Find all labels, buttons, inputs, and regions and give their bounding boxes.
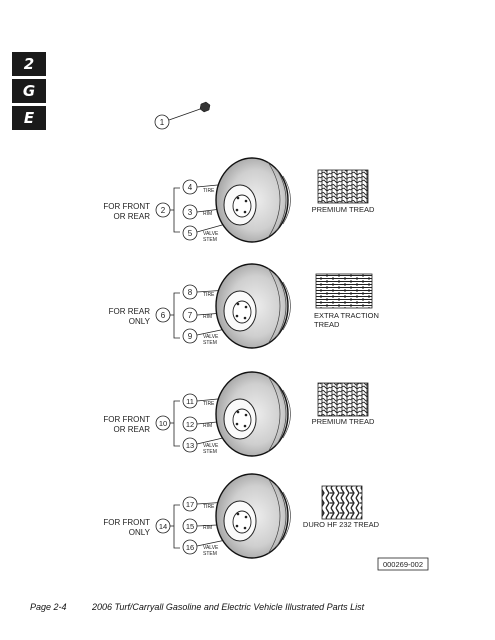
callout-number: 6 — [161, 311, 166, 320]
premium-tread-icon — [317, 169, 369, 204]
callout-number: 15 — [186, 522, 194, 531]
extra-traction-tread-icon — [315, 273, 373, 309]
figure-id: 000269-002 — [377, 557, 429, 571]
bracket — [173, 292, 180, 339]
callout-1[interactable] — [154, 114, 170, 130]
usage-label: OR REAR — [114, 425, 151, 434]
callout-9[interactable] — [182, 328, 198, 344]
wheel-icon — [215, 263, 291, 349]
usage-label: ONLY — [129, 317, 151, 326]
callout-13[interactable] — [182, 437, 198, 453]
bracket — [173, 504, 180, 549]
part-label: VALVE — [203, 231, 219, 237]
usage-label: ONLY — [129, 528, 151, 537]
usage-label: FOR FRONT — [103, 415, 150, 424]
callout-number: 12 — [186, 420, 194, 429]
part-label: VALVE — [203, 334, 219, 340]
section-tabs: 2 G E — [12, 52, 46, 133]
callout-number: 3 — [188, 208, 193, 217]
leader-line — [168, 107, 204, 121]
callout-number: 13 — [186, 441, 194, 450]
part-1-lug-nut: 1 — [154, 101, 211, 130]
part-label: TIRE — [203, 401, 215, 407]
part-label: VALVE — [203, 545, 219, 551]
callout-number: 2 — [161, 206, 166, 215]
usage-label: FOR FRONT — [103, 202, 150, 211]
section-tab[interactable]: G — [12, 79, 46, 103]
premium-tread-icon — [317, 382, 369, 417]
wheel-group-front-or-rear-premium-2: FOR FRONT OR REAR 10 11 TIRE 12 RIM 13 V… — [103, 371, 375, 457]
callout-16[interactable] — [182, 539, 198, 555]
duro-tread-icon — [321, 485, 363, 520]
part-label: VALVE — [203, 443, 219, 449]
part-label: STEM — [203, 340, 217, 346]
tread-label: EXTRA TRACTION — [314, 311, 379, 320]
wheel-icon — [215, 371, 291, 457]
bracket — [173, 187, 180, 233]
callout-number: 16 — [186, 543, 194, 552]
bracket — [173, 400, 180, 447]
part-label: TIRE — [203, 188, 215, 194]
callout-number: 17 — [186, 500, 194, 509]
callout-number: 4 — [188, 183, 193, 192]
tread-label: TREAD — [314, 320, 340, 329]
wheel-icon — [215, 157, 291, 243]
callout-number: 11 — [186, 397, 194, 406]
lug-nut-icon — [199, 101, 211, 113]
wheel-group-front-only-duro: FOR FRONT ONLY 14 17 TIRE 15 RIM 16 VALV… — [103, 473, 380, 559]
callout-number: 1 — [160, 118, 165, 127]
part-label: TIRE — [203, 504, 215, 510]
usage-label: FOR REAR — [109, 307, 151, 316]
figure-id-text: 000269-002 — [383, 560, 423, 569]
section-tab[interactable]: E — [12, 106, 46, 130]
callout-number: 10 — [159, 419, 167, 428]
part-label: RIM — [203, 211, 212, 217]
section-tab[interactable]: 2 — [12, 52, 46, 76]
tread-label: DURO HF 232 TREAD — [303, 520, 380, 529]
part-label: STEM — [203, 449, 217, 455]
tread-label: PREMIUM TREAD — [312, 205, 375, 214]
callout-number: 8 — [188, 288, 193, 297]
document-title: 2006 Turf/Carryall Gasoline and Electric… — [92, 602, 365, 612]
part-label: STEM — [203, 237, 217, 243]
wheel-icon — [215, 473, 291, 559]
wheel-group-front-or-rear-premium: FOR FRONT OR REAR 2 4 TIRE 3 RIM 5 VALVE… — [103, 157, 375, 243]
tread-label: PREMIUM TREAD — [312, 417, 375, 426]
part-label: RIM — [203, 314, 212, 320]
callout-number: 5 — [188, 229, 193, 238]
callout-number: 9 — [188, 332, 193, 341]
callout-5[interactable] — [182, 225, 198, 241]
callout-number: 14 — [159, 522, 167, 531]
part-label: RIM — [203, 525, 212, 531]
part-label: RIM — [203, 423, 212, 429]
wheel-group-rear-only-extra-traction: FOR REAR ONLY 6 8 TIRE 7 RIM 9 VALVE STE… — [109, 263, 379, 349]
part-label: STEM — [203, 551, 217, 557]
callout-number: 7 — [188, 311, 193, 320]
usage-label: OR REAR — [114, 212, 151, 221]
usage-label: FOR FRONT — [103, 518, 150, 527]
page-number: Page 2-4 — [30, 602, 67, 612]
part-label: TIRE — [203, 292, 215, 298]
